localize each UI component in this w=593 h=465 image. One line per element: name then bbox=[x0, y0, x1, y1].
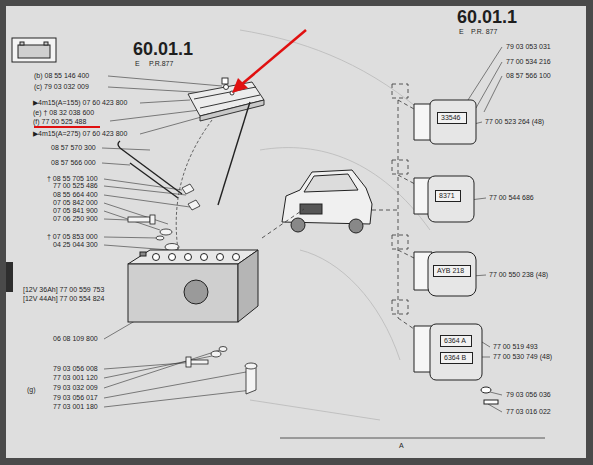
part-number: 79 03 032 009 bbox=[52, 384, 99, 392]
part-number: 77 00 525 486 bbox=[52, 182, 99, 190]
battery bbox=[128, 250, 258, 322]
part-number: 77 00 544 686 bbox=[488, 194, 535, 202]
part-number: [12V 36Ah] 77 00 559 753 bbox=[22, 286, 105, 294]
part-number: E bbox=[134, 60, 141, 68]
part-number: [12V 44Ah] 77 00 554 824 bbox=[22, 295, 105, 303]
part-number: 77 03 001 180 bbox=[52, 403, 99, 411]
part-number: 77 03 016 022 bbox=[505, 408, 552, 416]
part-number: 08 57 566 100 bbox=[505, 72, 552, 80]
part-number: (c) 79 03 032 009 bbox=[33, 83, 90, 91]
marking-plate: 6364 B bbox=[440, 352, 473, 364]
location-dashes bbox=[262, 84, 430, 340]
part-number: 77 00 534 216 bbox=[505, 58, 552, 66]
part-number: † 07 05 853 000 bbox=[46, 233, 99, 241]
part-number: 77 00 530 749 (48) bbox=[492, 353, 553, 361]
voltage-regulators bbox=[414, 100, 498, 404]
marking-plate: 6364 A bbox=[440, 335, 472, 347]
base-line bbox=[280, 438, 545, 439]
part-number: 04 25 044 300 bbox=[52, 241, 99, 249]
part-number: 79 03 053 031 bbox=[505, 43, 552, 51]
part-number: 79 03 056 017 bbox=[52, 394, 99, 402]
part-number: 08 57 570 300 bbox=[50, 144, 97, 152]
part-number: 77 00 519 493 bbox=[492, 343, 539, 351]
page-tab bbox=[6, 262, 13, 292]
part-number: 77 00 550 238 (48) bbox=[488, 271, 549, 279]
part-number: 06 08 109 800 bbox=[52, 335, 99, 343]
part-number: A bbox=[398, 442, 405, 450]
red-underline bbox=[34, 126, 100, 128]
car-outline bbox=[282, 170, 372, 233]
battery-tray bbox=[188, 78, 264, 121]
part-number: 79 03 056 036 bbox=[505, 391, 552, 399]
faint-background bbox=[240, 30, 430, 420]
plate-text: 6364 A bbox=[444, 337, 468, 345]
part-number: 79 03 056 008 bbox=[52, 365, 99, 373]
section-icon bbox=[12, 38, 56, 62]
part-number: 08 57 566 000 bbox=[50, 159, 97, 167]
hold-down-rods bbox=[118, 102, 250, 205]
plate-text: AYB 218 bbox=[437, 267, 467, 275]
marking-plate: 33546 bbox=[437, 112, 467, 124]
part-number: 08 55 664 400 bbox=[52, 191, 99, 199]
part-number: ▶4m15(A=275) 07 60 423 800 bbox=[32, 130, 128, 138]
part-number: (g) bbox=[26, 386, 37, 394]
page-number: 60.01.1 bbox=[132, 40, 194, 59]
part-number: 77 03 001 120 bbox=[52, 374, 99, 382]
battery-bolts bbox=[186, 347, 257, 395]
fasteners bbox=[128, 184, 200, 251]
part-number: ▶4m15(A=155) 07 60 423 800 bbox=[32, 99, 128, 107]
page-number: 60.01.1 bbox=[456, 8, 518, 27]
part-number: E bbox=[458, 28, 465, 36]
marking-plate: AYB 218 bbox=[433, 265, 471, 277]
marking-plate: 8371 bbox=[435, 190, 461, 202]
plate-text: 6364 B bbox=[444, 354, 469, 362]
part-number: 77 00 523 264 (48) bbox=[484, 118, 545, 126]
leader-lines bbox=[102, 47, 502, 412]
paper bbox=[6, 6, 586, 458]
part-number: 07 05 841 900 bbox=[52, 207, 99, 215]
part-number: 07 06 250 900 bbox=[52, 215, 99, 223]
plate-text: 8371 bbox=[439, 192, 457, 200]
part-number: 07 05 842 000 bbox=[52, 199, 99, 207]
red-arrow bbox=[232, 30, 306, 93]
part-number: (b) 08 55 146 400 bbox=[33, 72, 90, 80]
part-number: P.R. 877 bbox=[470, 28, 498, 36]
part-number: (f) 77 00 525 488 bbox=[32, 118, 87, 126]
part-number: (e) † 08 32 038 600 bbox=[32, 109, 95, 117]
part-number: P.R.877 bbox=[148, 60, 174, 68]
dashed-wire bbox=[176, 120, 212, 250]
plate-text: 33546 bbox=[441, 114, 463, 122]
